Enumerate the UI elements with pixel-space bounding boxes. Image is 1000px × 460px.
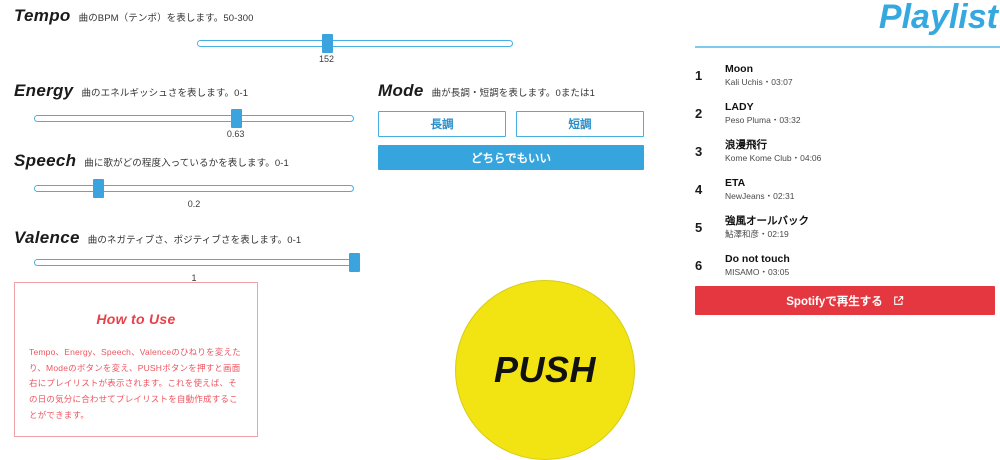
param-title-energy: Energy bbox=[14, 81, 74, 100]
track-number: 2 bbox=[695, 105, 703, 121]
playlist-panel: Playlist 1 Moon Kali Uchis・03:07 2 LADY … bbox=[660, 0, 1000, 459]
slider-value-tempo: 152 bbox=[319, 54, 335, 64]
playlist-title: Playlist bbox=[878, 0, 998, 36]
slider-thumb-speech[interactable] bbox=[93, 179, 104, 198]
mode-major-button[interactable]: 長調 bbox=[378, 111, 506, 137]
mode-button-group: 長調 短調 bbox=[378, 111, 644, 137]
track-meta: NewJeans・02:31 bbox=[725, 190, 795, 201]
list-item[interactable]: 5 強風オールバック 鮎澤和彦・02:19 bbox=[695, 208, 1000, 246]
track-info: 強風オールバック 鮎澤和彦・02:19 bbox=[725, 214, 809, 241]
playlist-divider bbox=[695, 46, 1000, 48]
track-info: Moon Kali Uchis・03:07 bbox=[725, 62, 793, 89]
slider-tempo[interactable]: 152 bbox=[197, 34, 513, 64]
track-title: 強風オールバック bbox=[725, 214, 809, 227]
slider-valence[interactable]: 1 bbox=[34, 253, 360, 283]
slider-fill-valence bbox=[35, 260, 355, 265]
slider-thumb-tempo[interactable] bbox=[321, 34, 333, 53]
list-item[interactable]: 4 ETA NewJeans・02:31 bbox=[695, 170, 1000, 208]
slider-fill-speech bbox=[35, 186, 99, 191]
external-link-icon bbox=[893, 295, 904, 306]
param-title-tempo: Tempo bbox=[14, 6, 71, 25]
mode-either-button[interactable]: どちらでもいい bbox=[378, 145, 644, 170]
track-number: 6 bbox=[695, 257, 703, 273]
track-number: 5 bbox=[695, 219, 703, 235]
slider-track-tempo[interactable] bbox=[197, 40, 513, 47]
controls-panel: Tempo 曲のBPM（テンポ）を表します。50-300 152 Energy … bbox=[14, 6, 644, 460]
param-header-energy: Energy 曲のエネルギッシュさを表します。0-1 bbox=[14, 81, 248, 101]
push-button[interactable]: PUSH bbox=[455, 280, 635, 460]
track-title: LADY bbox=[725, 100, 754, 113]
slider-fill-energy bbox=[35, 116, 237, 121]
slider-value-valence: 1 bbox=[191, 273, 197, 283]
list-item[interactable]: 6 Do not touch MISAMO・03:05 bbox=[695, 246, 1000, 284]
slider-energy[interactable]: 0.63 bbox=[34, 109, 354, 139]
track-meta: Kali Uchis・03:07 bbox=[725, 76, 793, 87]
param-header-speech: Speech 曲に歌がどの程度入っているかを表します。0-1 bbox=[14, 151, 289, 171]
track-number: 4 bbox=[695, 181, 703, 197]
param-title-mode: Mode bbox=[378, 81, 424, 100]
param-desc-tempo: 曲のBPM（テンポ）を表します。50-300 bbox=[78, 13, 254, 24]
track-number: 1 bbox=[695, 67, 703, 83]
track-meta: MISAMO・03:05 bbox=[725, 266, 790, 277]
how-to-use-title: How to Use bbox=[96, 311, 176, 327]
list-item[interactable]: 1 Moon Kali Uchis・03:07 bbox=[695, 56, 1000, 94]
track-number: 3 bbox=[695, 143, 703, 159]
slider-value-speech: 0.2 bbox=[187, 199, 201, 209]
how-to-use-box: How to Use Tempo、Energy、Speech、Valenceのひ… bbox=[14, 282, 258, 437]
slider-thumb-valence[interactable] bbox=[349, 253, 360, 272]
playlist-list: 1 Moon Kali Uchis・03:07 2 LADY Peso Plum… bbox=[695, 56, 1000, 284]
param-header-tempo: Tempo 曲のBPM（テンポ）を表します。50-300 bbox=[14, 6, 254, 26]
track-title: Moon bbox=[725, 62, 753, 75]
track-meta: Kome Kome Club・04:06 bbox=[725, 152, 822, 163]
track-title: 浪漫飛行 bbox=[725, 138, 767, 151]
how-to-use-body: Tempo、Energy、Speech、Valenceのひねりを変えたり、Mod… bbox=[29, 347, 241, 420]
track-meta: 鮎澤和彦・02:19 bbox=[725, 228, 789, 239]
slider-speech[interactable]: 0.2 bbox=[34, 179, 354, 209]
slider-thumb-energy[interactable] bbox=[230, 109, 242, 128]
param-header-mode: Mode 曲が長調・短調を表します。0または1 bbox=[378, 81, 595, 101]
track-info: LADY Peso Pluma・03:32 bbox=[725, 100, 801, 127]
param-header-valence: Valence 曲のネガティブさ、ポジティブさを表します。0-1 bbox=[14, 228, 301, 248]
track-title: Do not touch bbox=[725, 252, 790, 265]
param-desc-speech: 曲に歌がどの程度入っているかを表します。0-1 bbox=[84, 158, 289, 169]
track-info: Do not touch MISAMO・03:05 bbox=[725, 252, 790, 279]
mode-minor-button[interactable]: 短調 bbox=[516, 111, 644, 137]
param-desc-mode: 曲が長調・短調を表します。0または1 bbox=[431, 88, 596, 99]
spotify-play-label: Spotifyで再生する bbox=[786, 295, 883, 308]
slider-value-energy: 0.63 bbox=[226, 129, 245, 139]
spotify-play-button[interactable]: Spotifyで再生する bbox=[695, 286, 995, 315]
list-item[interactable]: 3 浪漫飛行 Kome Kome Club・04:06 bbox=[695, 132, 1000, 170]
track-info: 浪漫飛行 Kome Kome Club・04:06 bbox=[725, 138, 821, 165]
track-info: ETA NewJeans・02:31 bbox=[725, 176, 794, 203]
param-title-speech: Speech bbox=[14, 151, 77, 170]
param-title-valence: Valence bbox=[14, 228, 80, 247]
slider-track-speech[interactable] bbox=[34, 185, 354, 192]
slider-fill-tempo bbox=[198, 41, 328, 46]
param-desc-valence: 曲のネガティブさ、ポジティブさを表します。0-1 bbox=[87, 235, 302, 246]
param-desc-energy: 曲のエネルギッシュさを表します。0-1 bbox=[81, 88, 249, 99]
track-meta: Peso Pluma・03:32 bbox=[725, 114, 801, 125]
push-button-label: PUSH bbox=[493, 349, 597, 390]
track-title: ETA bbox=[725, 176, 746, 189]
list-item[interactable]: 2 LADY Peso Pluma・03:32 bbox=[695, 94, 1000, 132]
